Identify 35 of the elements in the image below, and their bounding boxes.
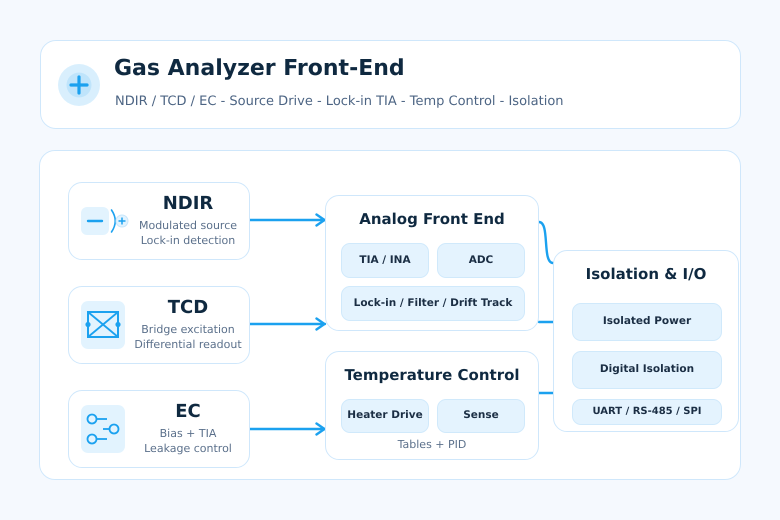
diagram-title: Gas Analyzer Front-End bbox=[114, 56, 405, 82]
node-text: Lock-in detection bbox=[140, 234, 236, 249]
sensor-card bbox=[68, 286, 250, 364]
function-block: Sense bbox=[437, 399, 525, 433]
node-title: NDIR bbox=[162, 193, 214, 216]
subtitle: NDIR / TCD / EC - Source Drive - Lock-in TIA - Temp Control - Isolation bbox=[115, 94, 564, 111]
node-title: Isolation & I/O bbox=[586, 265, 706, 284]
node-text: Bias + TIA bbox=[160, 426, 216, 442]
node-text: Differential readout bbox=[134, 338, 242, 353]
function-block: Digital Isolation bbox=[572, 351, 722, 389]
sensor-card bbox=[68, 390, 250, 468]
function-block: Lock-in / Filter / Drift Track bbox=[341, 286, 525, 321]
node-text: Bridge excitation bbox=[141, 322, 235, 338]
arrow bbox=[248, 422, 326, 436]
group-panel bbox=[325, 195, 539, 331]
function-block: ADC bbox=[437, 243, 525, 278]
group-panel bbox=[325, 351, 539, 460]
node-text: Leakage control bbox=[144, 442, 232, 457]
node-title: TCD bbox=[168, 297, 208, 320]
node-title: EC bbox=[175, 401, 201, 424]
node-text: Modulated source bbox=[138, 218, 238, 234]
function-block: Isolated Power bbox=[572, 303, 722, 341]
node-title: Temperature Control bbox=[344, 366, 520, 385]
function-block: Heater Drive bbox=[341, 399, 429, 433]
connector-line bbox=[538, 320, 554, 324]
node-title: Analog Front End bbox=[359, 210, 505, 229]
node-note: Tables + PID bbox=[398, 438, 466, 452]
function-block: TIA / INA bbox=[341, 243, 429, 278]
arrow bbox=[248, 317, 326, 331]
connector-line bbox=[538, 220, 554, 264]
sensor-card bbox=[68, 182, 250, 260]
group-panel bbox=[553, 250, 739, 432]
function-block: UART / RS-485 / SPI bbox=[572, 399, 722, 425]
connector-line bbox=[538, 392, 554, 394]
arrow bbox=[248, 213, 326, 227]
